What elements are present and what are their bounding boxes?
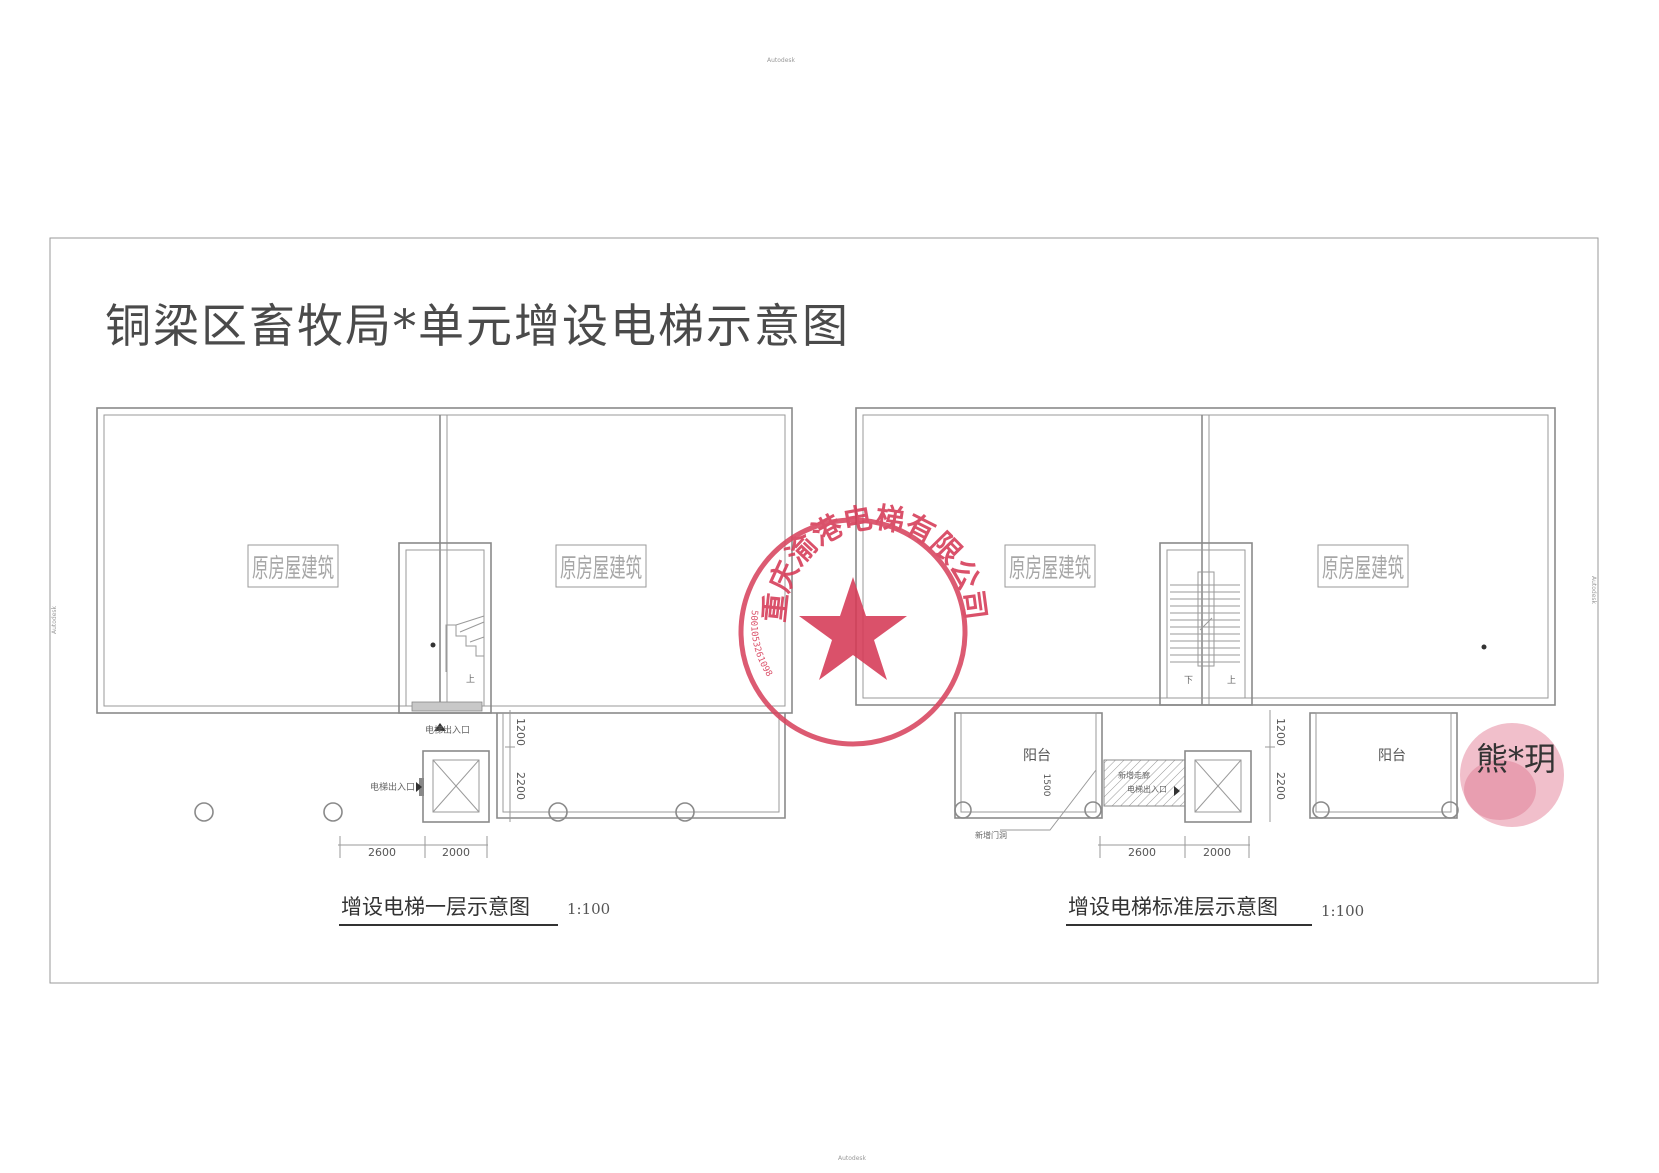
right-stairwell-inner — [1166, 549, 1246, 699]
right-caption: 增设电梯标准层示意图 — [1068, 895, 1278, 919]
right-column-3 — [1312, 801, 1330, 819]
signature-block: 熊*玥 — [1460, 723, 1564, 827]
right-hdim-1: 2600 — [1128, 846, 1156, 859]
right-building-inner — [862, 414, 1549, 699]
left-yard-inner — [502, 713, 780, 813]
left-entrance-label-1: 电梯出入口 — [425, 724, 470, 736]
left-elevator-arrow — [416, 782, 422, 792]
right-room-label-box-2 — [1317, 544, 1409, 588]
left-entrance-label-2: 电梯出入口 — [370, 781, 415, 793]
seal-ring — [738, 517, 968, 747]
right-door-leader — [1000, 769, 1097, 831]
right-room-label-2: 原房屋建筑 — [1322, 554, 1404, 584]
right-elevator-car — [1194, 759, 1242, 813]
right-vdim-1: 1200 — [1274, 718, 1287, 746]
left-room-label-box-1 — [247, 544, 339, 588]
left-room-label-1: 原房屋建筑 — [252, 554, 334, 584]
fingerprint-smudge — [1460, 723, 1564, 827]
right-balcony-1-inner — [960, 712, 1097, 813]
left-elevator-car — [432, 759, 480, 813]
left-column-1 — [194, 802, 214, 822]
left-room-label-box-2 — [555, 544, 647, 588]
left-stair-label: 上 — [466, 674, 475, 685]
left-caption: 增设电梯一层示意图 — [341, 895, 530, 919]
right-elevator-shaft — [1184, 750, 1252, 823]
left-entrance-hatch — [411, 701, 483, 712]
left-watermark: Autodesk — [51, 605, 58, 634]
right-column-4 — [1441, 801, 1459, 819]
right-corridor — [1103, 759, 1186, 807]
left-stair-dot — [430, 642, 436, 648]
right-room-dot — [1481, 644, 1487, 650]
right-floor-plan: 原房屋建筑 原房屋建筑 下 上 阳台 阳台 新增走廊 电梯出入口 — [855, 407, 1556, 926]
company-seal-stamp: 重庆渝港电梯有限公司 5001053261098 — [738, 500, 993, 747]
left-yard-outline — [496, 713, 786, 819]
right-elevator-cross-2 — [1194, 759, 1242, 813]
right-corridor-arrow — [1174, 786, 1180, 796]
right-stair-steps — [1170, 571, 1240, 667]
left-hdim-1: 2600 — [368, 846, 396, 859]
right-room-label-box-1 — [1004, 544, 1096, 588]
right-corridor-label-1: 新增走廊 — [1118, 770, 1150, 780]
drawing-frame — [49, 237, 1599, 984]
left-stair-steps — [445, 615, 485, 672]
right-balcony-2-inner — [1315, 712, 1452, 813]
right-scale: 1:100 — [1321, 902, 1364, 920]
right-hdim-2: 2000 — [1203, 846, 1231, 859]
right-stair-label-2: 上 — [1227, 675, 1236, 686]
left-entrance-arrow — [434, 723, 446, 731]
left-elevator-cross-2 — [432, 759, 480, 813]
left-room-label-2: 原房屋建筑 — [560, 554, 642, 584]
left-stairwell — [398, 542, 492, 714]
right-vdim-3: 1500 — [1041, 774, 1051, 797]
left-floor-plan: 原房屋建筑 原房屋建筑 上 电梯出入口 电梯出入口 — [96, 407, 793, 926]
right-vdim-2: 2200 — [1274, 772, 1287, 800]
left-column-3 — [548, 802, 568, 822]
seal-star-icon — [799, 577, 907, 680]
top-watermark: Autodesk — [767, 57, 796, 64]
right-corridor-label-2: 电梯出入口 — [1127, 784, 1167, 794]
right-room-label-1: 原房屋建筑 — [1009, 554, 1091, 584]
right-balcony-1 — [954, 712, 1103, 819]
right-column-1 — [954, 801, 972, 819]
handwritten-signature: 熊*玥 — [1476, 740, 1556, 778]
left-vdim-1: 1200 — [514, 718, 527, 746]
right-door-label: 新增门洞 — [975, 830, 1007, 840]
left-hdim-2: 2000 — [442, 846, 470, 859]
right-column-2 — [1084, 801, 1102, 819]
bottom-watermark: Autodesk — [838, 1155, 867, 1162]
left-building-outer — [96, 407, 793, 714]
right-stair-label-1: 下 — [1184, 676, 1193, 686]
left-scale: 1:100 — [567, 900, 610, 918]
right-balcony-label-1: 阳台 — [1023, 748, 1051, 764]
right-balcony-label-2: 阳台 — [1378, 748, 1406, 764]
fingerprint-core — [1464, 760, 1536, 820]
left-column-2 — [323, 802, 343, 822]
right-stairwell — [1159, 542, 1253, 706]
left-building-inner — [103, 414, 786, 707]
left-vdim-2: 2200 — [514, 772, 527, 800]
left-column-4 — [675, 802, 695, 822]
right-watermark: Autodesk — [1590, 576, 1597, 605]
page-title: 铜梁区畜牧局*单元增设电梯示意图 — [105, 299, 850, 353]
right-balcony-2 — [1309, 712, 1458, 819]
